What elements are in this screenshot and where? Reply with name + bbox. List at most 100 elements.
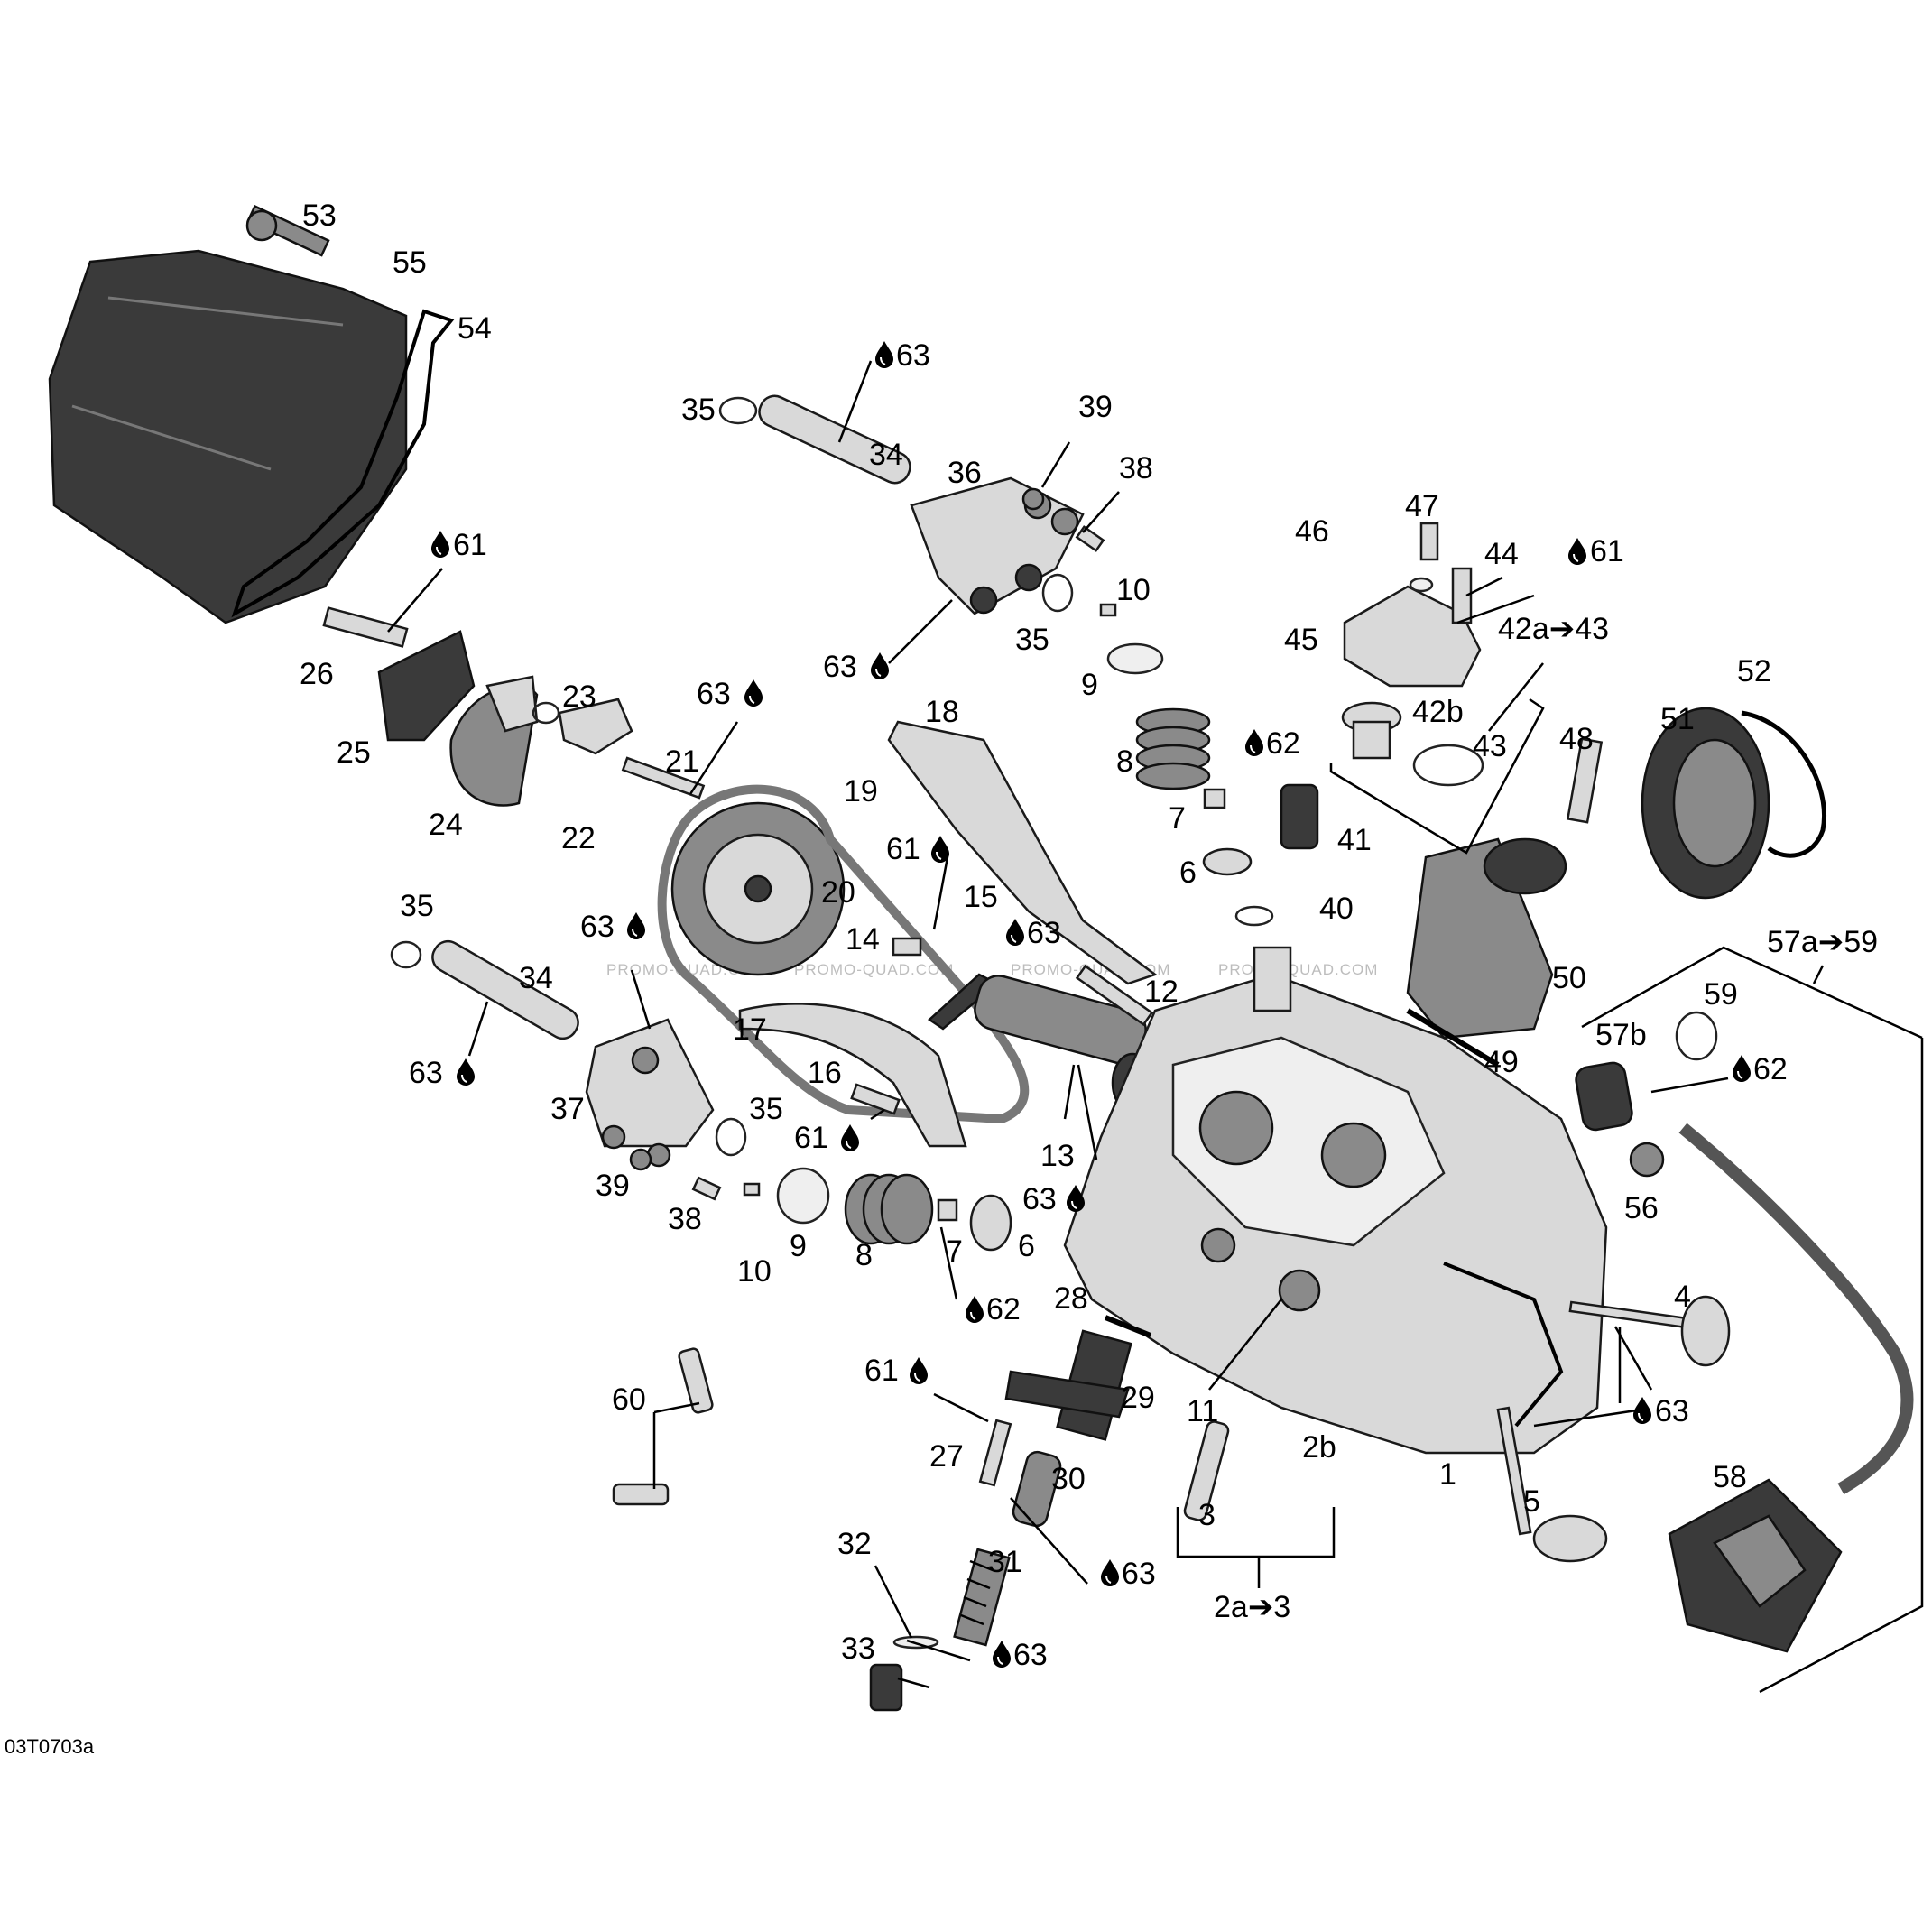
callout-46: 46 — [1295, 514, 1329, 549]
callout-61: 61 — [1590, 534, 1624, 569]
callout-4: 4 — [1674, 1280, 1691, 1314]
washer-6-low — [969, 1194, 1012, 1252]
callout-43: 43 — [1473, 729, 1507, 763]
callout-30: 30 — [1051, 1462, 1086, 1496]
callout-44: 44 — [1484, 537, 1519, 571]
valve-cover-gasket — [231, 309, 455, 618]
stud-48 — [1566, 737, 1604, 824]
adjust-screw-38-top — [1075, 525, 1105, 552]
callout-25: 25 — [337, 735, 371, 770]
oil-drop-icon — [874, 340, 894, 369]
callout-56: 56 — [1624, 1191, 1659, 1225]
callout-10: 10 — [737, 1254, 772, 1289]
rocker-arm-top — [910, 476, 1085, 615]
valve-4 — [1568, 1295, 1731, 1367]
callout-40: 40 — [1319, 892, 1354, 926]
callout-12: 12 — [1144, 975, 1179, 1009]
callout-50: 50 — [1552, 961, 1586, 995]
callout-26: 26 — [300, 657, 334, 691]
timing-chain-19 — [657, 784, 1030, 1124]
watermark-text: PROMO-QUAD.COM — [794, 961, 954, 978]
screw-38-low — [691, 1176, 722, 1201]
callout-9: 9 — [1081, 668, 1098, 702]
callout-37: 37 — [550, 1092, 585, 1126]
callout-9: 9 — [790, 1229, 807, 1263]
callout-34: 34 — [519, 961, 553, 995]
gasket-49 — [1406, 1008, 1500, 1068]
callout-2b: 2b — [1302, 1430, 1336, 1465]
callout-39: 39 — [1078, 390, 1113, 424]
callout-11: 11 — [1187, 1394, 1218, 1428]
plug-cap-57b — [1575, 1061, 1633, 1132]
o-ring-35-mid — [390, 940, 422, 969]
oil-drop-icon — [1100, 1558, 1120, 1587]
spring-retainer-9-top — [1106, 642, 1164, 675]
oil-drop-icon — [1066, 1184, 1086, 1213]
rocker-arm-37 — [585, 1018, 715, 1168]
chain-guide-18 — [887, 720, 1158, 985]
oil-drop-icon — [1244, 728, 1264, 757]
o-ring-43 — [1412, 744, 1484, 787]
oil-drop-icon — [1632, 1396, 1652, 1425]
callout-63: 63 — [697, 677, 731, 711]
callout-49: 49 — [1484, 1045, 1519, 1079]
callout-63: 63 — [1022, 1182, 1057, 1216]
oil-drop-icon — [1005, 918, 1025, 947]
callout-51: 51 — [1660, 702, 1695, 736]
callout-61: 61 — [453, 528, 487, 562]
callout-29: 29 — [1121, 1381, 1155, 1415]
bolt-47 — [1419, 522, 1439, 561]
sensor-41 — [1280, 783, 1319, 850]
callout-63: 63 — [823, 650, 857, 684]
callout-39: 39 — [596, 1169, 630, 1203]
tensioner-guide-17 — [738, 1003, 967, 1148]
callout-61: 61 — [886, 832, 920, 866]
callout-3: 3 — [1198, 1498, 1216, 1532]
screw-27 — [978, 1419, 1012, 1487]
callout-18: 18 — [925, 695, 959, 729]
callout-63: 63 — [580, 910, 615, 944]
oil-drop-icon — [992, 1640, 1012, 1669]
callout-62: 62 — [1266, 726, 1300, 761]
callout-41: 41 — [1337, 823, 1372, 857]
stud-60a — [678, 1347, 714, 1414]
nut-39-low — [629, 1148, 652, 1171]
ignition-wire — [1678, 1123, 1914, 1495]
callout-35: 35 — [749, 1092, 783, 1126]
oil-drop-icon — [626, 911, 646, 940]
timing-sprocket-20 — [670, 801, 846, 976]
callout-36: 36 — [948, 456, 982, 490]
callout-47: 47 — [1405, 489, 1439, 523]
valve-spring-8-low — [844, 1173, 934, 1245]
callout-63: 63 — [896, 338, 930, 373]
callout-61: 61 — [864, 1354, 899, 1388]
washer-46 — [1409, 577, 1434, 593]
thermostat-42b — [1341, 701, 1402, 760]
plug-33 — [869, 1663, 903, 1712]
callout-62: 62 — [986, 1292, 1021, 1327]
washer-6-top — [1202, 847, 1253, 876]
valve-seal-7-top — [1203, 788, 1226, 809]
oil-drop-icon — [965, 1295, 984, 1324]
o-ring-40 — [1234, 905, 1274, 927]
callout-54: 54 — [458, 311, 492, 346]
cover-bolt — [245, 204, 330, 257]
callout-53: 53 — [302, 199, 337, 233]
spark-plug-56 — [1629, 1142, 1665, 1178]
callout-62: 62 — [1753, 1052, 1788, 1086]
callout-6: 6 — [1179, 855, 1197, 890]
callout-27: 27 — [929, 1439, 964, 1474]
callout-23: 23 — [562, 679, 596, 714]
screw-26 — [322, 606, 409, 648]
callout-45: 45 — [1284, 623, 1318, 657]
callout-7: 7 — [1169, 801, 1186, 836]
oil-drop-icon — [456, 1058, 476, 1086]
callout-10: 10 — [1116, 573, 1151, 607]
figure-code: 03T0703a — [5, 1735, 95, 1758]
callout-63: 63 — [1013, 1638, 1048, 1672]
seal-7-low — [937, 1198, 958, 1222]
o-ring-59 — [1675, 1011, 1718, 1061]
watermark-text: PROMO-QUAD.COM — [1218, 961, 1378, 978]
ignition-coil-58 — [1668, 1478, 1843, 1653]
callout-38: 38 — [668, 1202, 702, 1236]
